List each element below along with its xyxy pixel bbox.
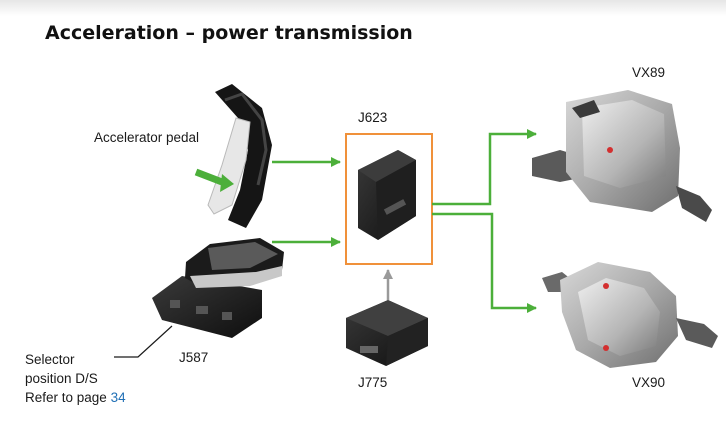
page-title: Acceleration – power transmission [45, 22, 413, 44]
page-reference-link[interactable]: 34 [110, 390, 126, 405]
header-shade [0, 0, 726, 16]
selector-leader-line [114, 325, 173, 358]
label-accelerator-pedal: Accelerator pedal [94, 130, 200, 145]
label-vx90: VX90 [632, 375, 666, 390]
label-j587: J587 [179, 350, 209, 365]
accelerator-pedal-image [194, 84, 272, 228]
note-line-3: Refer to page 34 [25, 388, 126, 407]
label-j623: J623 [358, 110, 388, 125]
note-line-1: Selector [25, 352, 75, 367]
label-vx89: VX89 [632, 65, 666, 80]
selector-lever-image [152, 238, 284, 338]
electric-drive-motor-front-image [532, 90, 712, 222]
arrow-j623-to-vx90 [432, 212, 537, 313]
label-j775: J775 [358, 375, 388, 390]
chassis-control-unit-image [346, 300, 428, 366]
engine-control-unit-image [358, 150, 416, 240]
note-refer-text: Refer to page [25, 390, 111, 405]
selector-note: Selector position D/S Refer to page 34 [25, 350, 126, 407]
electric-drive-motor-rear-image [542, 262, 718, 368]
note-line-2: position D/S [25, 371, 98, 386]
arrow-j623-to-vx89 [432, 129, 537, 206]
